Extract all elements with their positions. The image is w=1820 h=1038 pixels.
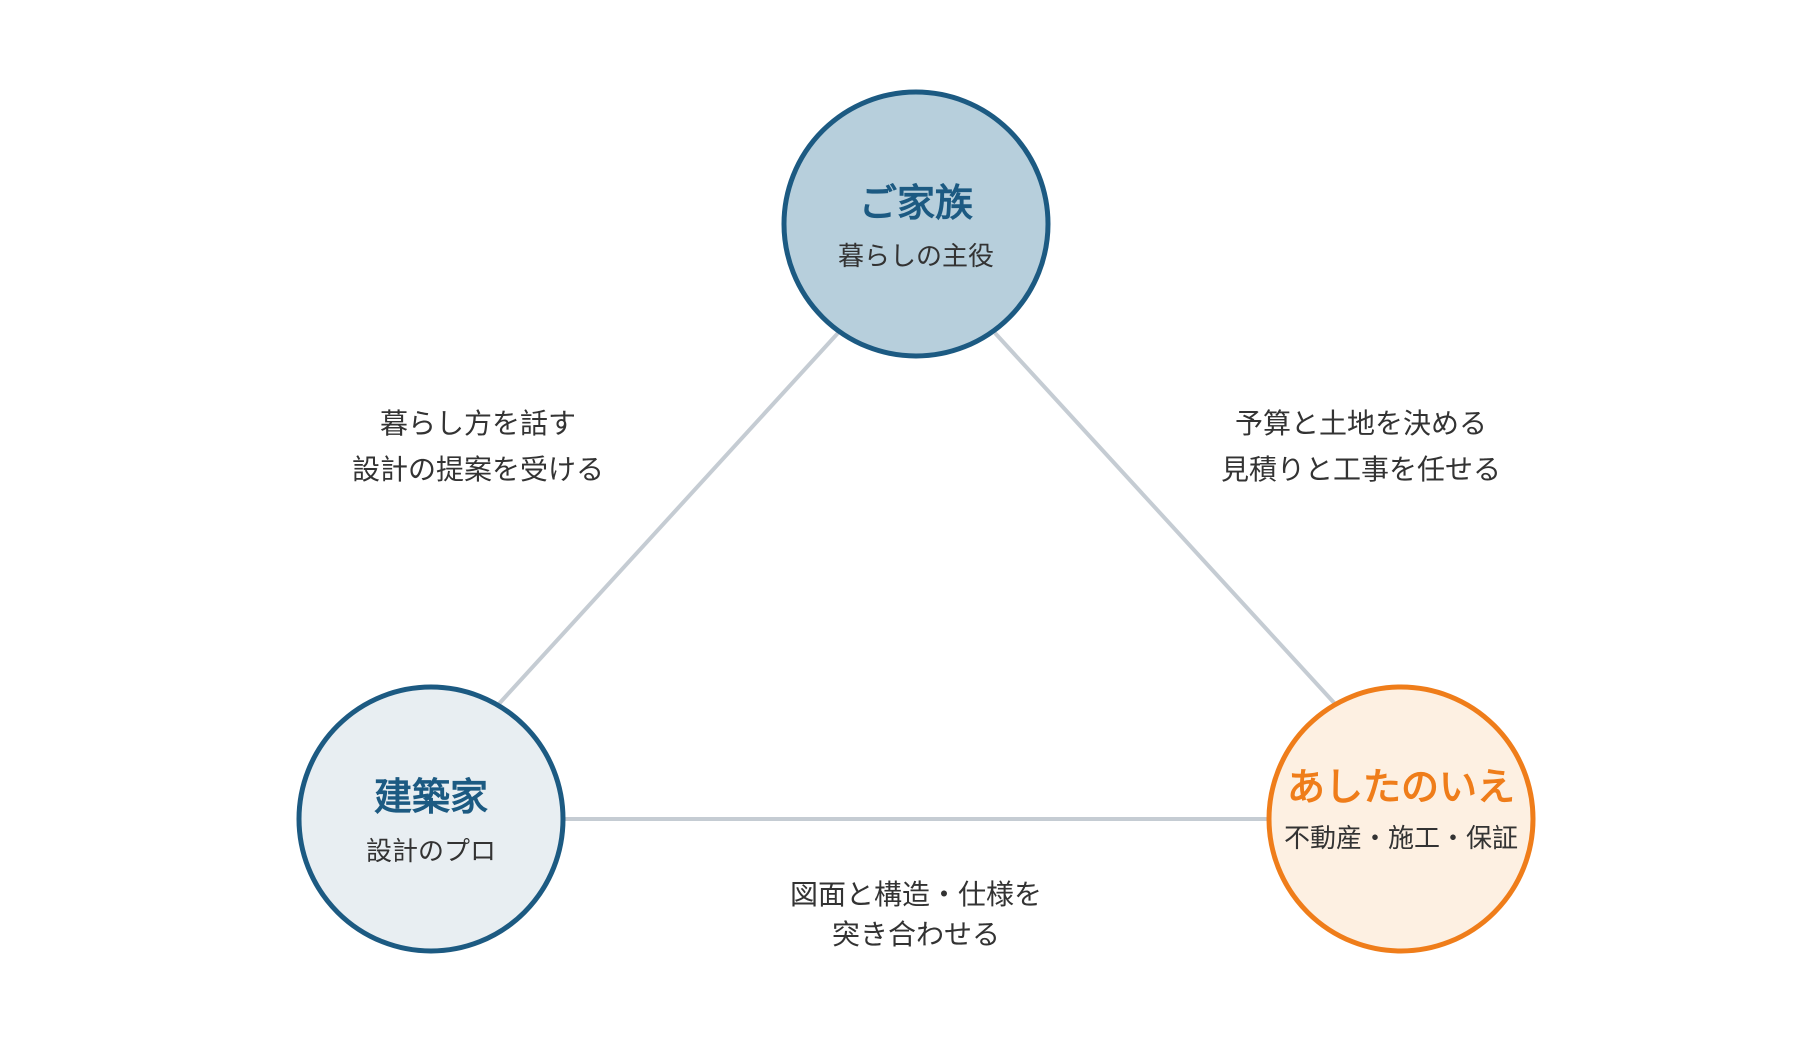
node-ashita: あしたのいえ 不動産・施工・保証 bbox=[1266, 684, 1536, 954]
edge-label-family-ashita-line1: 予算と土地を決める bbox=[1235, 407, 1487, 440]
edge-label-family-ashita: 予算と土地を決める 見積りと工事を任せる bbox=[1221, 407, 1501, 486]
node-family-subtitle: 暮らしの主役 bbox=[838, 242, 994, 272]
node-family-title: ご家族 bbox=[859, 181, 973, 225]
edge-family-architect bbox=[495, 331, 840, 708]
edge-label-family-architect: 暮らし方を話す 設計の提案を受ける bbox=[352, 407, 604, 486]
node-ashita-subtitle: 不動産・施工・保証 bbox=[1284, 824, 1518, 854]
edge-label-architect-ashita-line2: 突き合わせる bbox=[832, 918, 1000, 951]
edge-label-family-architect-line1: 暮らし方を話す bbox=[380, 407, 576, 440]
node-architect-subtitle: 設計のプロ bbox=[366, 837, 496, 867]
node-architect: 建築家 設計のプロ bbox=[296, 684, 566, 954]
node-family: ご家族 暮らしの主役 bbox=[781, 89, 1051, 359]
node-family-circle bbox=[781, 89, 1051, 359]
edge-label-architect-ashita: 図面と構造・仕様を 突き合わせる bbox=[790, 878, 1042, 951]
node-architect-title: 建築家 bbox=[374, 775, 488, 819]
edge-label-family-architect-line2: 設計の提案を受ける bbox=[352, 453, 604, 486]
edge-family-ashita bbox=[993, 331, 1339, 708]
edge-label-architect-ashita-line1: 図面と構造・仕様を bbox=[790, 878, 1042, 911]
node-architect-circle bbox=[296, 684, 566, 954]
node-ashita-title: あしたのいえ bbox=[1287, 765, 1515, 809]
node-ashita-circle bbox=[1266, 684, 1536, 954]
edge-label-family-ashita-line2: 見積りと工事を任せる bbox=[1221, 453, 1501, 486]
